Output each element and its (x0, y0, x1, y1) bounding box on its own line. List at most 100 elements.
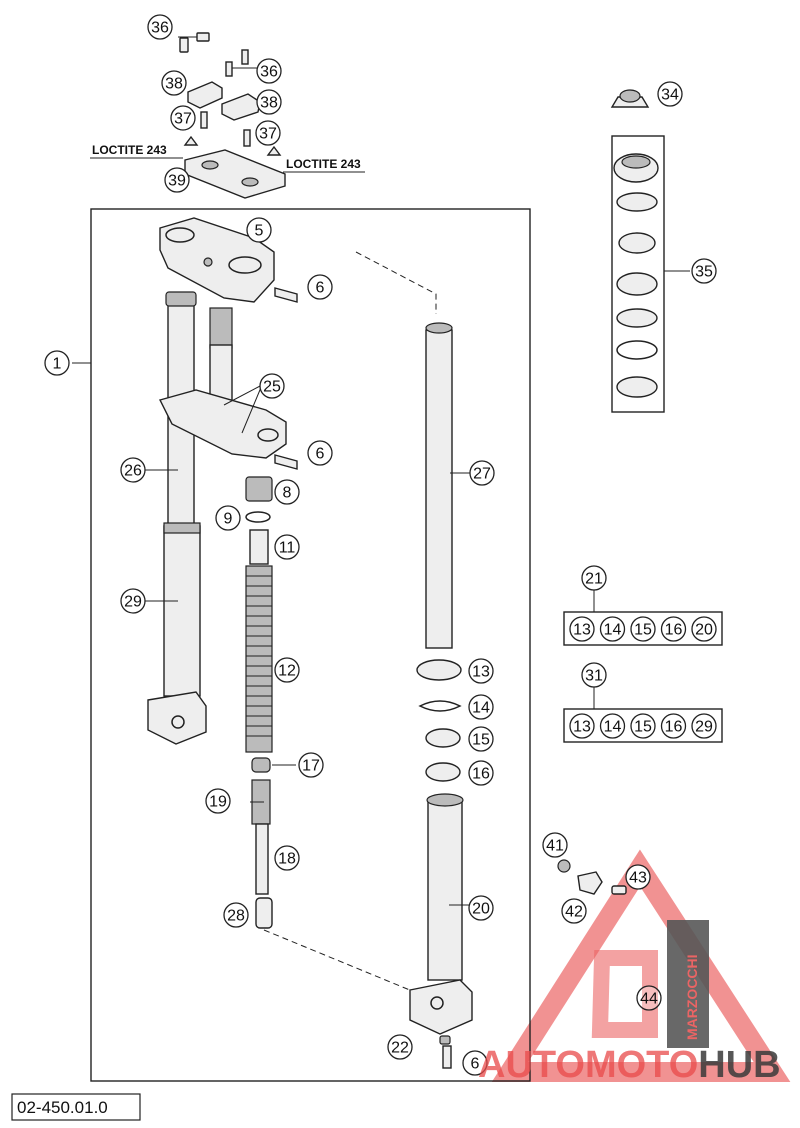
kit-21-box (563, 590, 723, 646)
watermark-hub: HUB (698, 1044, 780, 1086)
callout-number-35: 35 (695, 264, 713, 281)
callout-number-44: 44 (640, 991, 658, 1008)
steering-bearing-set (610, 89, 690, 413)
callout-circle-39 (164, 167, 190, 193)
kit-item-circle (569, 616, 595, 642)
callout-number-6: 6 (316, 280, 325, 297)
callout-circle-36 (256, 58, 282, 84)
callout-number-38: 38 (260, 95, 278, 112)
callout-number-9: 9 (224, 511, 233, 528)
callout-circle-20 (468, 895, 494, 921)
callout-circle-17 (298, 752, 324, 778)
callout-circle-29 (120, 588, 146, 614)
handlebar-clamp-parts (90, 32, 365, 199)
internal-spring-stack (245, 476, 435, 1001)
callout-number-18: 18 (278, 851, 296, 868)
kit-item-circle (660, 616, 687, 642)
steering-stem (158, 307, 298, 470)
callout-number-37: 37 (174, 111, 192, 128)
kit-item-circle (599, 616, 626, 642)
kit-item-circle (599, 713, 626, 739)
callout-circle-25 (259, 373, 285, 399)
kit-item-number: 14 (604, 622, 622, 639)
callout-number-26: 26 (124, 463, 142, 480)
callout-number-6: 6 (471, 1056, 480, 1073)
callout-circle-38 (256, 89, 282, 115)
callout-number-25: 25 (263, 379, 281, 396)
callout-circle-37 (255, 120, 281, 146)
callout-number-14: 14 (472, 700, 490, 717)
callout-circle-6 (307, 274, 333, 300)
callout-number-28: 28 (227, 908, 245, 925)
kit-item-circle (691, 616, 717, 642)
callout-circle-34 (657, 81, 683, 107)
callout-number-39: 39 (168, 173, 186, 190)
callout-circle-8 (274, 479, 300, 505)
callout-number-20: 20 (472, 901, 490, 918)
loctite-note-left: LOCTITE 243 (92, 143, 167, 157)
callout-circle-41 (542, 832, 568, 858)
callout-circle-37 (170, 105, 196, 131)
kit-item-circle (691, 713, 717, 739)
upper-triple-clamp (159, 217, 298, 303)
left-fork-leg (147, 291, 207, 745)
callout-labels: 3636383837373956661252689112912171918282… (44, 14, 717, 1076)
callout-number-36: 36 (260, 64, 278, 81)
callout-circle-15 (468, 726, 494, 752)
kit-item-number: 13 (573, 622, 591, 639)
callout-number-43: 43 (629, 870, 647, 887)
kit-item-circle (569, 713, 595, 739)
callout-circle-38 (161, 70, 187, 96)
kit-item-number: 16 (665, 719, 683, 736)
document-code-box (11, 1093, 141, 1121)
callout-circle-9 (215, 505, 241, 531)
callout-circle-18 (274, 845, 300, 871)
callout-number-13: 13 (472, 664, 490, 681)
callout-circle-31 (581, 662, 607, 688)
kit-item-circle (660, 713, 687, 739)
callout-number-37: 37 (259, 126, 277, 143)
loctite-note-right: LOCTITE 243 (286, 157, 361, 171)
callout-circle-35 (691, 258, 717, 284)
clamp-hardware (557, 859, 627, 895)
kit-item-number: 13 (573, 719, 591, 736)
callout-circle-21 (581, 565, 607, 591)
callout-number-34: 34 (661, 87, 679, 104)
callout-number-16: 16 (472, 766, 490, 783)
callout-circle-12 (274, 657, 300, 683)
watermark-brand: MARZOCCHI (684, 954, 700, 1040)
callout-number-31: 31 (585, 668, 603, 685)
callout-number-42: 42 (565, 904, 583, 921)
right-fork-parts (355, 251, 473, 1069)
callout-number-15: 15 (472, 732, 490, 749)
callout-number-41: 41 (546, 838, 564, 855)
leader-lines (72, 362, 470, 906)
callout-circle-27 (469, 460, 495, 486)
callout-circle-42 (561, 898, 587, 924)
kit-31-box (563, 687, 723, 743)
callout-circle-1 (44, 350, 70, 376)
callout-number-21: 21 (585, 571, 603, 588)
callout-circle-36 (147, 14, 173, 40)
kit-item-number: 29 (695, 719, 713, 736)
callout-circle-26 (120, 457, 146, 483)
watermark-text: AUTOMOTOHUB (478, 1044, 781, 1086)
callout-circle-5 (246, 217, 272, 243)
watermark-auto: AUTOMOTO (478, 1044, 698, 1086)
kit-item-number: 16 (665, 622, 683, 639)
callout-number-1: 1 (53, 356, 62, 373)
callout-number-8: 8 (283, 485, 292, 502)
callout-number-11: 11 (279, 540, 296, 557)
kit-item-number: 14 (604, 719, 622, 736)
callout-number-27: 27 (473, 466, 491, 483)
callout-number-22: 22 (391, 1040, 409, 1057)
callout-circle-43 (625, 864, 651, 890)
callout-number-19: 19 (209, 794, 227, 811)
document-code: 02-450.01.0 (17, 1098, 108, 1117)
callout-number-38: 38 (165, 76, 183, 93)
kit-item-number: 15 (634, 622, 652, 639)
callout-circle-11 (274, 534, 300, 560)
callout-number-6: 6 (316, 446, 325, 463)
